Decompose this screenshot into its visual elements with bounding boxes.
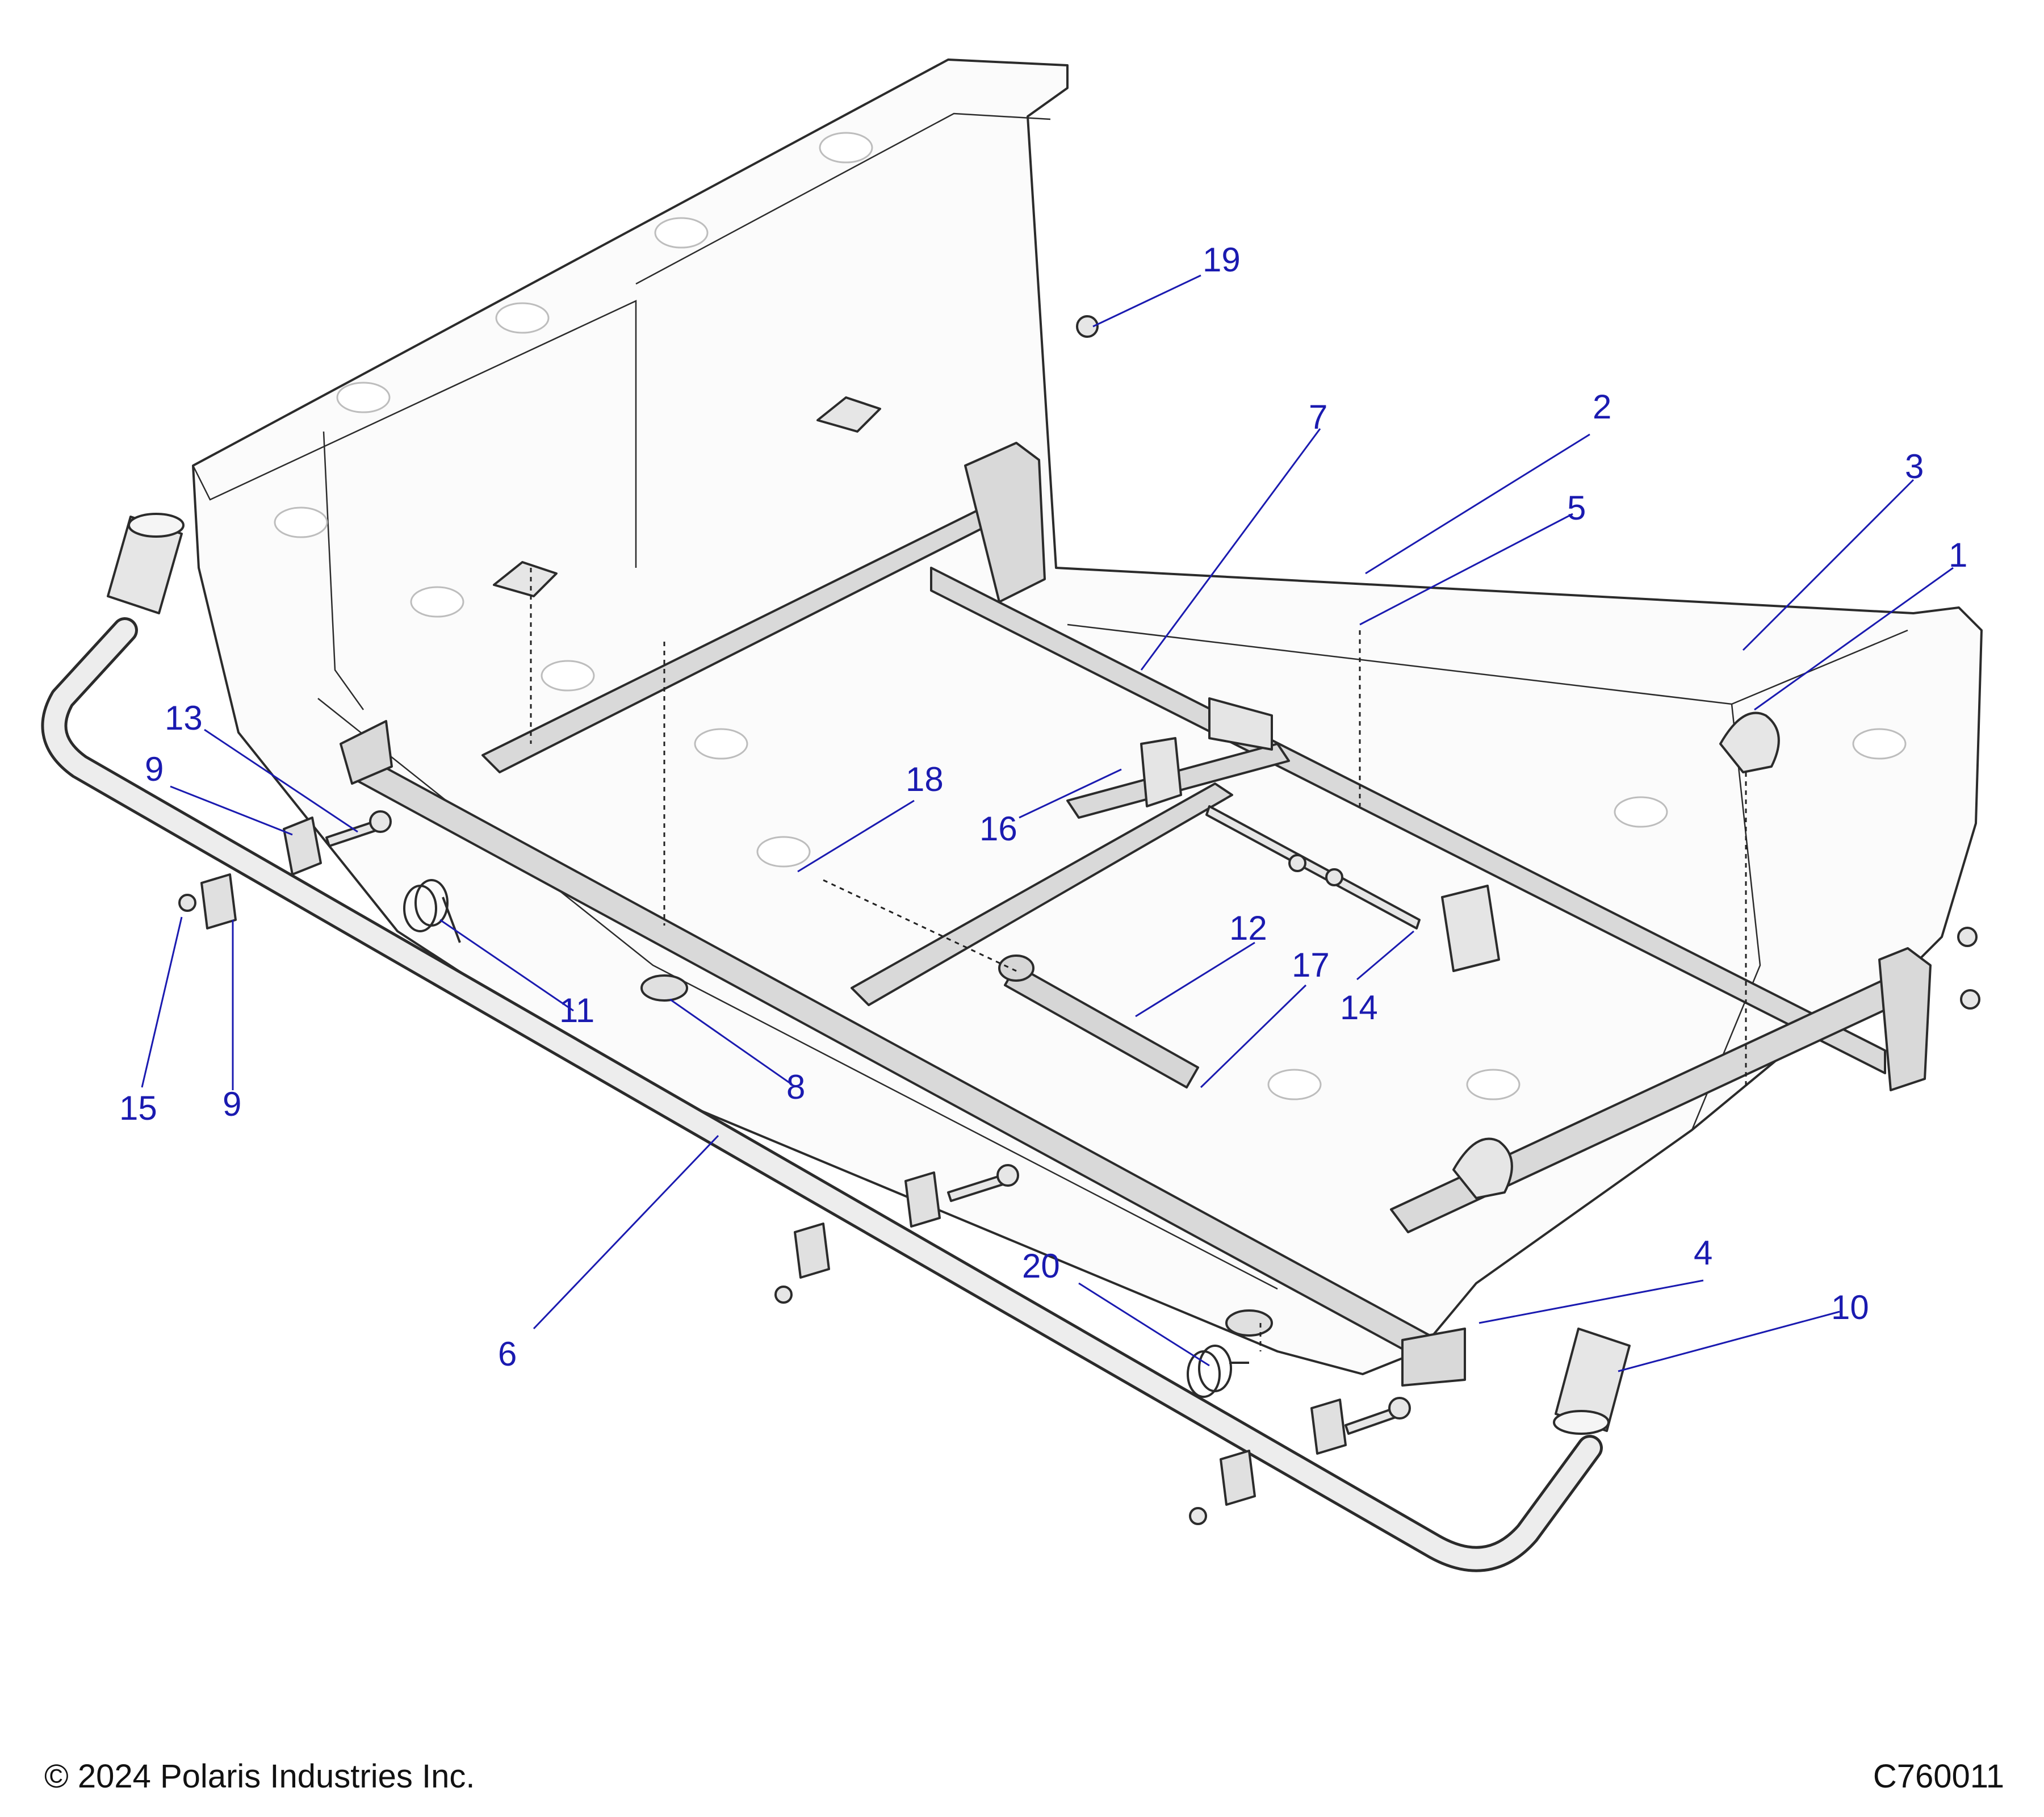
callout-3: 3 (1905, 447, 1924, 485)
callout-9b: 9 (223, 1085, 241, 1123)
callout-12: 12 (1229, 909, 1267, 947)
callout-13: 13 (165, 699, 203, 737)
callout-20: 20 (1022, 1247, 1060, 1285)
callout-1: 1 (1949, 536, 1967, 574)
rod-assembly (1205, 805, 1421, 930)
callout-leaders (141, 274, 1954, 1372)
callout-19: 19 (1203, 241, 1241, 279)
tie-downs (493, 396, 1780, 1199)
callout-17: 17 (1292, 946, 1330, 984)
springs (403, 879, 1249, 1398)
clamps (200, 817, 1347, 1506)
plugs (640, 974, 1273, 1337)
callout-2: 2 (1593, 388, 1611, 426)
callout-16: 16 (979, 810, 1017, 848)
callout-10: 10 (1831, 1288, 1869, 1326)
bolts (178, 315, 1980, 1525)
callout-14: 14 (1340, 989, 1378, 1027)
callout-7: 7 (1309, 398, 1327, 436)
callout-5: 5 (1567, 489, 1586, 527)
hinge-brackets (1140, 697, 1500, 972)
callout-4: 4 (1694, 1234, 1712, 1272)
callout-18: 18 (906, 760, 944, 798)
assembly-lines (530, 568, 1747, 1351)
copyright-text: © 2024 Polaris Industries Inc. (44, 1758, 475, 1795)
frame-assembly (340, 442, 1932, 1387)
gas-strut (998, 954, 1199, 1088)
diagram-code: C760011 (1873, 1758, 2004, 1795)
bumper-tube (41, 513, 1631, 1572)
bed-pockets (274, 132, 1907, 1100)
callout-8: 8 (786, 1068, 805, 1106)
callout-11: 11 (559, 991, 594, 1029)
callout-15: 15 (119, 1089, 157, 1127)
callout-9: 9 (145, 750, 164, 788)
callout-labels: 1 2 3 4 5 6 7 8 9 9 10 11 12 13 14 15 16… (119, 241, 1967, 1373)
callout-6: 6 (498, 1335, 517, 1373)
